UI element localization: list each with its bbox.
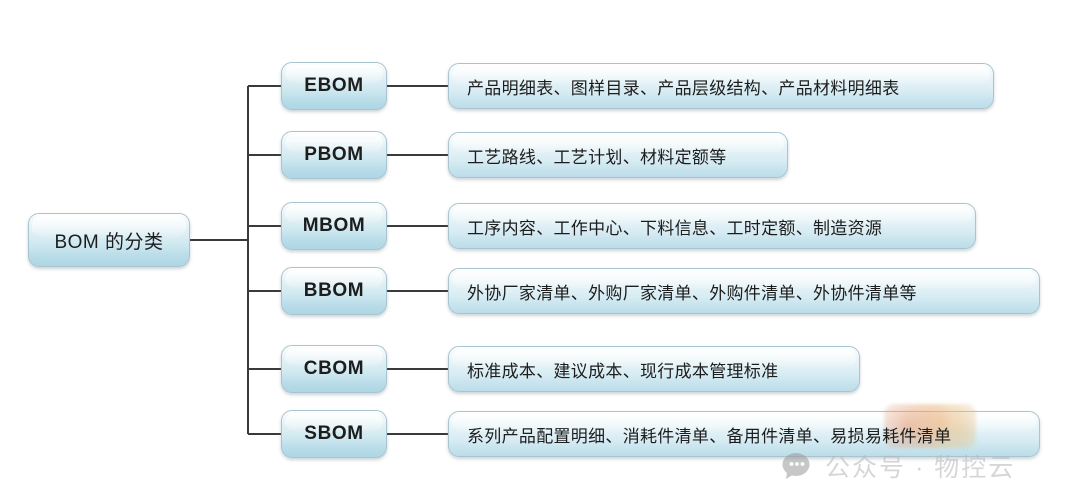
node-ebom-detail-label: 产品明细表、图样目录、产品层级结构、产品材料明细表 [467, 78, 900, 98]
node-cbom[interactable]: CBOM [281, 345, 387, 393]
node-bbom[interactable]: BBOM [281, 267, 387, 315]
node-bbom-detail-label: 外协厂家清单、外购厂家清单、外购件清单、外协件清单等 [467, 283, 917, 303]
node-pbom-detail[interactable]: 工艺路线、工艺计划、材料定额等 [448, 132, 788, 178]
node-root-label: BOM 的分类 [54, 231, 164, 253]
node-ebom-label: EBOM [304, 75, 364, 96]
node-pbom[interactable]: PBOM [281, 131, 387, 179]
node-mbom[interactable]: MBOM [281, 202, 387, 250]
node-sbom-detail-label: 系列产品配置明细、消耗件清单、备用件清单、易损易耗件清单 [467, 426, 952, 446]
node-pbom-label: PBOM [304, 144, 364, 165]
node-cbom-label: CBOM [303, 358, 365, 379]
node-sbom[interactable]: SBOM [281, 410, 387, 458]
node-cbom-detail-label: 标准成本、建议成本、现行成本管理标准 [467, 361, 779, 381]
node-ebom[interactable]: EBOM [281, 62, 387, 110]
node-ebom-detail[interactable]: 产品明细表、图样目录、产品层级结构、产品材料明细表 [448, 63, 994, 109]
node-pbom-detail-label: 工艺路线、工艺计划、材料定额等 [467, 147, 727, 167]
node-sbom-label: SBOM [304, 423, 364, 444]
node-bbom-detail[interactable]: 外协厂家清单、外购厂家清单、外购件清单、外协件清单等 [448, 268, 1040, 314]
node-root[interactable]: BOM 的分类 [28, 213, 190, 267]
node-mbom-label: MBOM [302, 215, 366, 236]
node-mbom-detail[interactable]: 工序内容、工作中心、下料信息、工时定额、制造资源 [448, 203, 976, 249]
node-mbom-detail-label: 工序内容、工作中心、下料信息、工时定额、制造资源 [467, 218, 883, 238]
node-sbom-detail[interactable]: 系列产品配置明细、消耗件清单、备用件清单、易损易耗件清单 [448, 411, 1040, 457]
node-cbom-detail[interactable]: 标准成本、建议成本、现行成本管理标准 [448, 346, 860, 392]
node-bbom-label: BBOM [303, 280, 365, 301]
